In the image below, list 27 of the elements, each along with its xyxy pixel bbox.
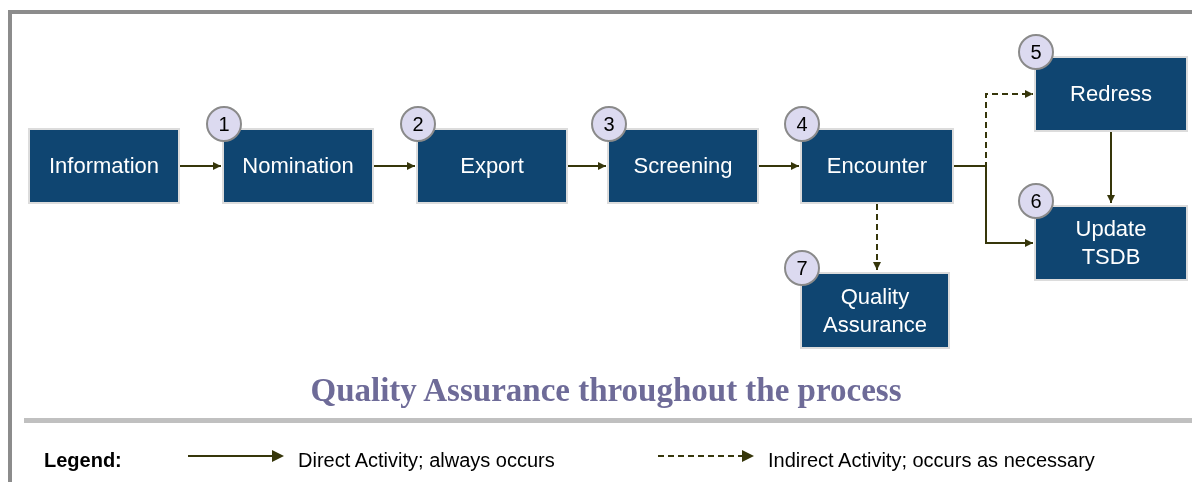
box-label: Quality Assurance	[822, 282, 928, 339]
box-label: Nomination	[242, 152, 354, 180]
legend-text: Indirect Activity; occurs as necessary	[768, 448, 1095, 473]
arrow	[1107, 131, 1115, 204]
box-label: Update TSDB	[1074, 215, 1148, 271]
process-box	[28, 128, 180, 204]
arrow	[758, 162, 800, 170]
box-label: Encounter	[826, 152, 928, 180]
caption: Quality Assurance throughout the process	[309, 371, 903, 410]
box-label: Redress	[1070, 80, 1152, 108]
arrow	[373, 162, 416, 170]
step-number-badge: 3	[591, 106, 627, 142]
arrow	[567, 162, 607, 170]
box-label: Screening	[633, 152, 733, 180]
box-label: Information	[48, 152, 160, 180]
legend-text: Direct Activity; always occurs	[298, 448, 555, 473]
arrow	[873, 203, 881, 271]
step-number-badge: 5	[1018, 34, 1054, 70]
step-number-badge: 6	[1018, 183, 1054, 219]
step-number-badge: 4	[784, 106, 820, 142]
arrow	[953, 165, 1034, 247]
step-number-badge: 2	[400, 106, 436, 142]
step-number-badge: 1	[206, 106, 242, 142]
box-label: Export	[460, 152, 524, 180]
arrow	[179, 162, 222, 170]
legend-heading: Legend:	[44, 448, 122, 473]
step-number-badge: 7	[784, 250, 820, 286]
